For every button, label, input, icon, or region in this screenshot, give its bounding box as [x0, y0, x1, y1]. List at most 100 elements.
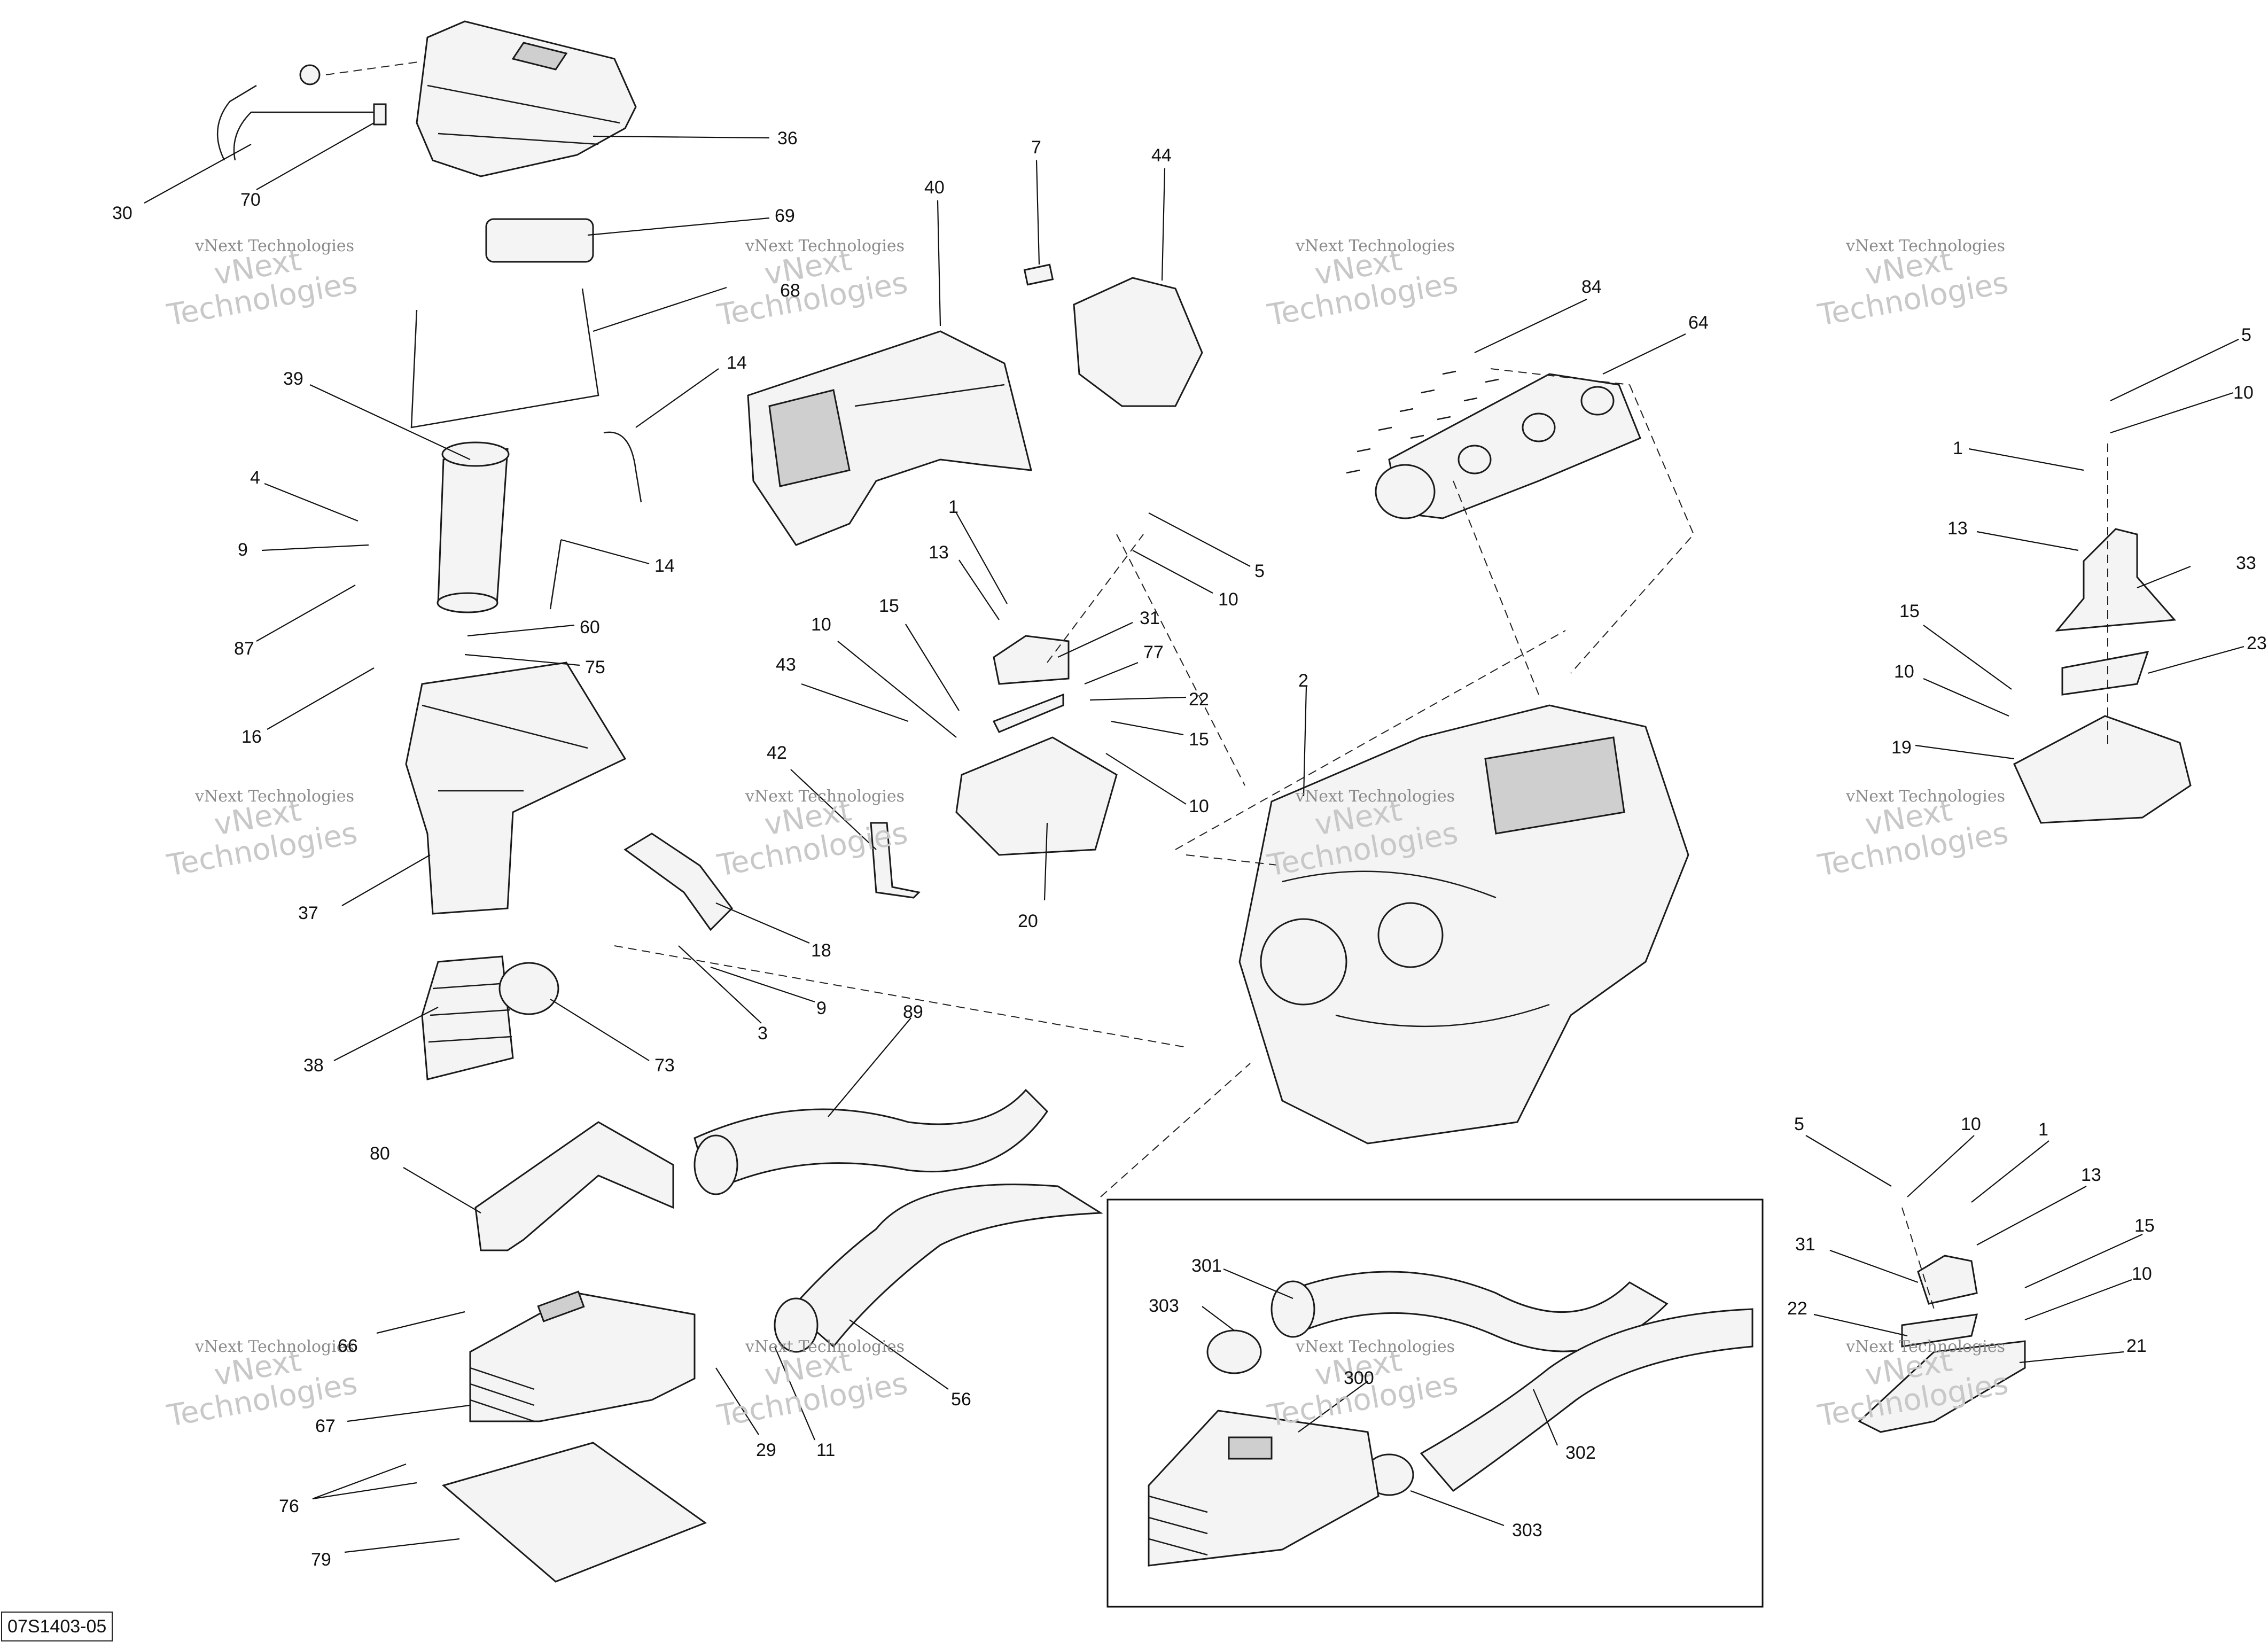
callout-31[interactable]: 31 [1795, 1234, 1815, 1255]
callout-33[interactable]: 33 [2236, 553, 2256, 573]
callout-38[interactable]: 38 [303, 1055, 324, 1076]
watermark-small: vNext Technologies [194, 787, 354, 806]
watermark-small: vNext Technologies [194, 237, 354, 255]
inset-hose-302 [1420, 1308, 1753, 1492]
callout-43[interactable]: 43 [776, 655, 796, 675]
callout-14[interactable]: 14 [654, 556, 675, 576]
callout-67[interactable]: 67 [315, 1416, 336, 1436]
callout-64[interactable]: 64 [1688, 313, 1709, 333]
callout-36[interactable]: 36 [777, 128, 798, 149]
part-drawings [216, 20, 2192, 1608]
callout-10[interactable]: 10 [1961, 1114, 1981, 1134]
callout-84[interactable]: 84 [1581, 277, 1602, 297]
callout-44[interactable]: 44 [1151, 145, 1172, 166]
callout-1[interactable]: 1 [1953, 438, 1963, 458]
callout-15[interactable]: 15 [2134, 1216, 2155, 1236]
callout-73[interactable]: 73 [654, 1055, 675, 1076]
callout-303[interactable]: 303 [1512, 1520, 1542, 1540]
callout-4[interactable]: 4 [250, 468, 260, 488]
grommet [373, 103, 387, 126]
strap [410, 288, 599, 429]
engine-mount-right-top [2013, 528, 2192, 824]
diagram-reference-code: 07S1403-05 [1, 1612, 113, 1641]
callout-79[interactable]: 79 [311, 1550, 331, 1570]
callout-2[interactable]: 2 [1298, 671, 1308, 691]
callout-301[interactable]: 301 [1191, 1256, 1222, 1276]
callout-31[interactable]: 31 [1140, 608, 1160, 628]
callout-29[interactable]: 29 [756, 1440, 776, 1460]
callout-69[interactable]: 69 [775, 206, 795, 226]
engine-cover [747, 330, 1032, 546]
label-sticker [1023, 263, 1054, 286]
vent-hose-2 [549, 539, 562, 610]
callout-75[interactable]: 75 [585, 657, 605, 678]
callout-15[interactable]: 15 [879, 596, 899, 616]
callout-21[interactable]: 21 [2126, 1336, 2147, 1356]
callout-22[interactable]: 22 [1189, 689, 1209, 710]
hose-clamp [299, 64, 321, 85]
callout-303[interactable]: 303 [1149, 1296, 1179, 1316]
callout-9[interactable]: 9 [816, 998, 827, 1018]
callout-66[interactable]: 66 [338, 1336, 358, 1356]
cover-bracket [623, 832, 733, 931]
callout-37[interactable]: 37 [298, 903, 318, 923]
callout-10[interactable]: 10 [1894, 662, 1914, 682]
watermark-small: vNext Technologies [1295, 1337, 1455, 1356]
callout-13[interactable]: 13 [2081, 1165, 2101, 1185]
callout-42[interactable]: 42 [767, 743, 787, 763]
inset-intercooler-300 [1148, 1410, 1379, 1567]
callout-76[interactable]: 76 [279, 1496, 299, 1516]
callout-16[interactable]: 16 [241, 727, 262, 747]
callout-68[interactable]: 68 [780, 281, 800, 301]
callout-80[interactable]: 80 [370, 1143, 390, 1164]
callout-39[interactable]: 39 [283, 369, 303, 389]
callout-3[interactable]: 3 [758, 1023, 768, 1044]
callout-70[interactable]: 70 [240, 190, 261, 210]
engine-assembly [1238, 704, 1689, 1145]
callout-5[interactable]: 5 [2241, 325, 2251, 345]
callout-10[interactable]: 10 [811, 614, 831, 635]
inset-hose-301 [1271, 1271, 1669, 1352]
callout-300[interactable]: 300 [1344, 1368, 1374, 1388]
callout-14[interactable]: 14 [727, 353, 747, 373]
callout-7[interactable]: 7 [1031, 137, 1041, 158]
watermark-small: vNext Technologies [1845, 787, 2005, 806]
watermark-small: vNext Technologies [745, 237, 905, 255]
callout-15[interactable]: 15 [1189, 729, 1209, 750]
callout-9[interactable]: 9 [238, 540, 248, 560]
callout-11[interactable]: 11 [816, 1440, 835, 1460]
callout-77[interactable]: 77 [1143, 642, 1164, 663]
callout-87[interactable]: 87 [234, 639, 254, 659]
callout-23[interactable]: 23 [2247, 633, 2267, 653]
callout-1[interactable]: 1 [948, 497, 958, 517]
callout-10[interactable]: 10 [1189, 796, 1209, 816]
watermark-small: vNext Technologies [1845, 1337, 2005, 1356]
callout-1[interactable]: 1 [2038, 1119, 2048, 1140]
callout-10[interactable]: 10 [1218, 589, 1238, 610]
watermark-small: vNext Technologies [745, 787, 905, 806]
callout-15[interactable]: 15 [1899, 601, 1920, 621]
callout-10[interactable]: 10 [2132, 1264, 2152, 1284]
manifold-bolts [1346, 370, 1499, 474]
intercooler [469, 1290, 696, 1422]
callout-10[interactable]: 10 [2233, 383, 2254, 403]
callout-20[interactable]: 20 [1018, 911, 1038, 931]
callout-60[interactable]: 60 [580, 617, 600, 637]
callout-89[interactable]: 89 [903, 1002, 923, 1022]
callout-18[interactable]: 18 [811, 940, 831, 961]
callout-56[interactable]: 56 [951, 1389, 971, 1410]
callout-19[interactable]: 19 [1891, 737, 1912, 758]
watermark-small: vNext Technologies [1295, 237, 1455, 255]
inset-clamp-303a [1206, 1329, 1262, 1374]
callout-40[interactable]: 40 [924, 177, 945, 198]
callout-13[interactable]: 13 [1947, 518, 1968, 539]
intercooler-shield [441, 1442, 707, 1583]
intake-hose [693, 1088, 1048, 1195]
callout-22[interactable]: 22 [1787, 1298, 1807, 1319]
callout-13[interactable]: 13 [929, 542, 949, 563]
callout-5[interactable]: 5 [1254, 561, 1265, 581]
callout-302[interactable]: 302 [1565, 1443, 1596, 1463]
callout-5[interactable]: 5 [1794, 1114, 1804, 1134]
callout-30[interactable]: 30 [112, 203, 133, 223]
